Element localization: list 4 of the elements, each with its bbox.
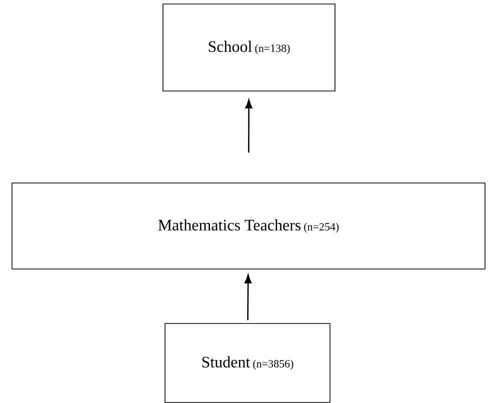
arrow [245, 100, 252, 153]
arrow [244, 274, 252, 320]
text-box: School (n=138) [162, 4, 336, 92]
text-box: Mathematics Teachers (n=254) [12, 182, 486, 270]
